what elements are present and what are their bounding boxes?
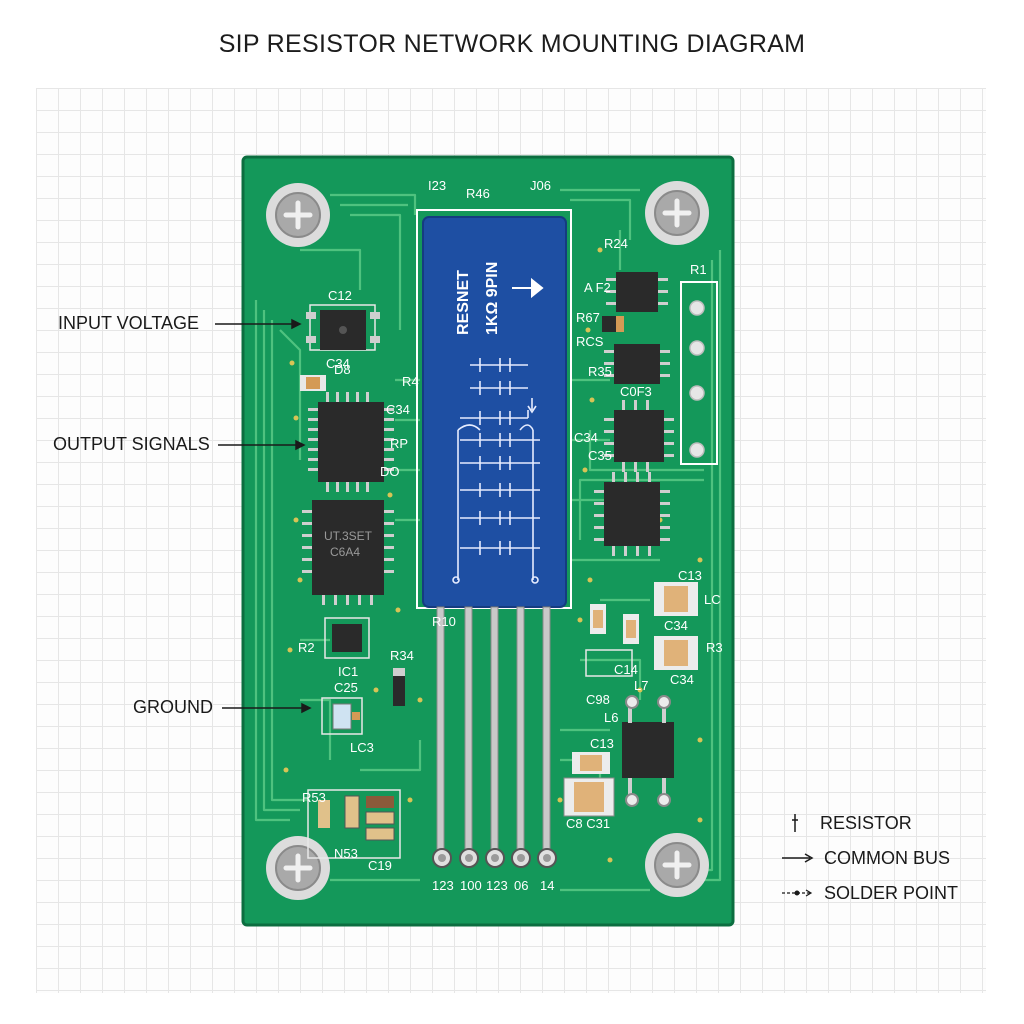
callout-input-voltage: INPUT VOLTAGE (58, 313, 200, 333)
label-c14: C14 (614, 662, 638, 677)
sip-pin1-arrow (512, 277, 544, 299)
capacitor-d8 (300, 375, 326, 391)
label-c25: C25 (334, 680, 358, 695)
label-r67: R67 (576, 310, 600, 325)
callout-ground: GROUND (133, 697, 213, 717)
legend-resistor: RESISTOR (780, 812, 912, 834)
label-r34: R34 (390, 648, 414, 663)
label-c34-lower: C34 (664, 618, 688, 633)
label-n53: N53 (334, 846, 358, 861)
mounting-hole-top-right (645, 181, 709, 245)
label-c34-bottom: C34 (670, 672, 694, 687)
arrow-right-icon (782, 853, 814, 863)
chip-c12 (306, 304, 380, 351)
label-rp: RP (390, 436, 408, 451)
capacitor-c13-top (654, 582, 698, 616)
sip-pin (537, 606, 557, 868)
component-c25 (321, 697, 363, 735)
label-r4-left: R4 (402, 374, 419, 389)
label-c0f3: C0F3 (620, 384, 652, 399)
capacitor-c13-lower (572, 752, 610, 774)
connector-r1 (680, 281, 718, 465)
label-r35: R35 (588, 364, 612, 379)
resistor-symbol-icon (792, 814, 798, 832)
diode-r67 (602, 316, 624, 332)
label-c98: C98 (586, 692, 610, 707)
component-center-small (585, 649, 633, 677)
label-r53: R53 (302, 790, 326, 805)
callout-arrows (215, 318, 312, 714)
label-ic1: IC1 (338, 664, 358, 679)
legend-common-bus: COMMON BUS (780, 847, 950, 869)
label-r10: R10 (432, 614, 456, 629)
sip-pins (432, 606, 557, 868)
label-c8-c31: C8 C31 (566, 816, 610, 831)
label-sip-pin-4: 06 (514, 878, 528, 893)
label-lc3: LC3 (350, 740, 374, 755)
label-rcs: RCS (576, 334, 604, 349)
sip-pin (432, 606, 452, 868)
label-r3: R3 (706, 640, 723, 655)
component-cluster-bottom-left (307, 789, 401, 859)
sip-pin (459, 606, 479, 868)
label-a-f2: A F2 (584, 280, 611, 295)
chip-qfp-right-lower (594, 472, 670, 556)
label-c35: C35 (588, 448, 612, 463)
label-c13-top: C13 (678, 568, 702, 583)
callout-output-signals: OUTPUT SIGNALS (53, 434, 210, 454)
chip-ic1 (324, 617, 370, 659)
diagram-title: SIP RESISTOR NETWORK MOUNTING DIAGRAM (218, 30, 806, 58)
legend-resistor-label: RESISTOR (820, 812, 912, 833)
mounting-hole-bottom-right (645, 833, 709, 897)
chip-qfp-middle-left (302, 500, 394, 605)
chip-right-middle (604, 344, 670, 384)
capacitor-c34-right (654, 636, 698, 670)
label-do: DO (380, 464, 400, 479)
diode-r34 (393, 668, 405, 706)
label-c13-lower: C13 (590, 736, 614, 751)
chip-qfp-right-upper (604, 400, 674, 472)
sip-pin (511, 606, 531, 868)
sip-label-line2: 1KΩ 9PIN (484, 262, 501, 335)
label-c34-mid: C34 (386, 402, 410, 417)
chip-right-top (606, 272, 668, 312)
label-l6: L6 (604, 710, 618, 725)
label-c12: C12 (328, 288, 352, 303)
label-lc: LC (704, 592, 721, 607)
chip-qfp-upper-left (308, 392, 394, 492)
label-sip-pin-2: 100 (460, 878, 482, 893)
label-chip-mark1: UT.3SET (324, 529, 373, 543)
mounting-hole-top-left (266, 183, 330, 247)
sip-internal-schematic (452, 358, 540, 584)
label-sip-pin-5: 14 (540, 878, 554, 893)
solder-point-icon (782, 889, 813, 897)
label-sip-pin-1: 123 (432, 878, 454, 893)
label-c34-left: C34 (326, 356, 350, 371)
label-l7: L7 (634, 678, 648, 693)
chip-l6 (622, 695, 674, 807)
legend-solder-point-label: SOLDER POINT (824, 882, 959, 903)
resistor-pair-center (590, 604, 639, 644)
label-sip-top-3: J06 (530, 178, 551, 193)
label-c19: C19 (368, 858, 392, 873)
legend-common-bus-label: COMMON BUS (824, 847, 950, 868)
capacitor-c8-c31 (563, 777, 615, 817)
label-sip-top-1: I23 (428, 178, 446, 193)
label-r2: R2 (298, 640, 315, 655)
label-sip-top-2: R46 (466, 186, 490, 201)
label-sip-pin-3: 123 (486, 878, 508, 893)
label-r24: R24 (604, 236, 628, 251)
label-chip-mark2: C6A4 (330, 545, 360, 559)
mounting-hole-bottom-left (266, 836, 330, 900)
sip-label-line1: RESNET (455, 270, 472, 335)
label-r1: R1 (690, 262, 707, 277)
sip-pin (485, 606, 505, 868)
label-d8: D8 (334, 362, 351, 377)
label-c34-right: C34 (574, 430, 598, 445)
legend-solder-point: SOLDER POINT (780, 882, 958, 904)
